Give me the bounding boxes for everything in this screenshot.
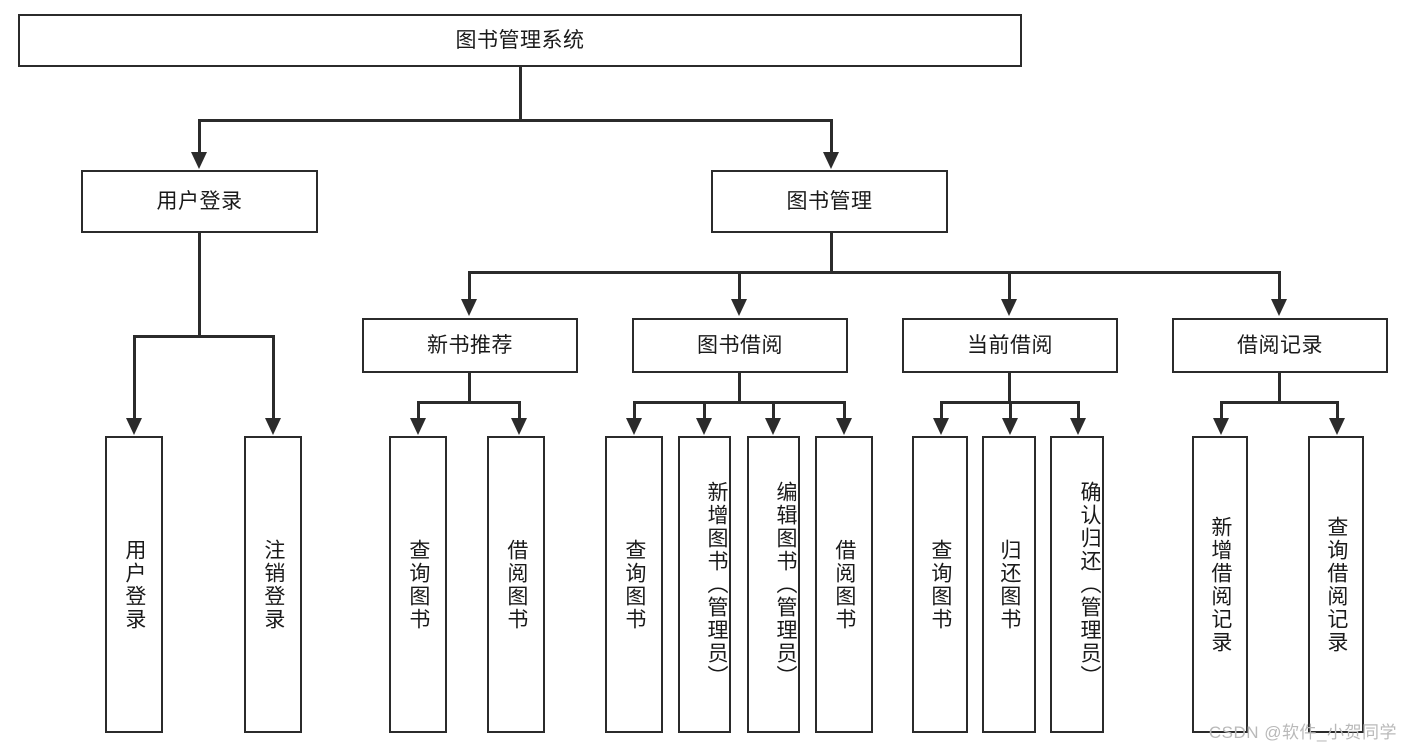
node-label: 查询图书 <box>406 538 430 631</box>
connector-drop-leaf-br-1 <box>1220 401 1223 420</box>
connector-user-login-stem <box>198 233 201 335</box>
arrowhead-book-borrow <box>731 299 747 316</box>
arrowhead-leaf-cb-3 <box>1070 418 1086 435</box>
node-label: 图书管理系统 <box>455 28 585 52</box>
node-label: 借阅图书 <box>504 538 528 631</box>
node-label: 查询图书 <box>928 538 952 631</box>
connector-new-book-bus <box>417 401 520 404</box>
leaf-user-login-logout[interactable]: 注销登录 <box>244 436 302 733</box>
node-label: 新书推荐 <box>427 333 513 357</box>
connector-drop-new-book <box>468 271 471 301</box>
node-label: 查询图书 <box>622 538 646 631</box>
node-new-book-recommend[interactable]: 新书推荐 <box>362 318 578 373</box>
connector-drop-leaf-br-2 <box>1336 401 1339 420</box>
leaf-book-borrow-add-book-admin[interactable]: 新增图书（管理员） <box>678 436 731 733</box>
node-label: 查询借阅记录 <box>1324 515 1348 654</box>
arrowhead-leaf-bb-4 <box>836 418 852 435</box>
connector-drop-leaf-bb-1 <box>633 401 636 420</box>
arrowhead-new-book <box>461 299 477 316</box>
leaf-current-borrow-query-book[interactable]: 查询图书 <box>912 436 968 733</box>
leaf-new-book-query-book[interactable]: 查询图书 <box>389 436 447 733</box>
node-label: 图书借阅 <box>697 333 783 357</box>
leaf-current-borrow-confirm-return-admin[interactable]: 确认归还（管理员） <box>1050 436 1104 733</box>
arrowhead-book-manage <box>823 152 839 169</box>
node-label: 图书管理 <box>786 189 873 213</box>
connector-user-login-bus <box>133 335 275 338</box>
connector-drop-book-manage <box>830 119 833 155</box>
connector-drop-leaf-bb-4 <box>843 401 846 420</box>
arrowhead-current-borrow <box>1001 299 1017 316</box>
connector-drop-leaf-cb-2 <box>1009 401 1012 420</box>
node-label: 新增图书（管理员） <box>705 481 728 688</box>
leaf-borrow-record-add-record[interactable]: 新增借阅记录 <box>1192 436 1248 733</box>
connector-drop-book-borrow <box>738 271 741 301</box>
leaf-borrow-record-query-record[interactable]: 查询借阅记录 <box>1308 436 1364 733</box>
connector-drop-leaf-user-login-2 <box>272 335 275 420</box>
connector-book-borrow-bus <box>633 401 845 404</box>
arrowhead-leaf-br-1 <box>1213 418 1229 435</box>
node-label: 新增借阅记录 <box>1208 515 1232 654</box>
connector-drop-leaf-bb-2 <box>703 401 706 420</box>
arrowhead-borrow-record <box>1271 299 1287 316</box>
connector-drop-leaf-cb-3 <box>1077 401 1080 420</box>
leaf-new-book-borrow-book[interactable]: 借阅图书 <box>487 436 545 733</box>
connector-book-borrow-stem <box>738 373 741 401</box>
connector-new-book-stem <box>468 373 471 401</box>
arrowhead-leaf-bb-1 <box>626 418 642 435</box>
node-label: 借阅图书 <box>832 538 856 631</box>
node-label: 用户登录 <box>122 538 146 631</box>
arrowhead-leaf-bb-2 <box>696 418 712 435</box>
connector-drop-leaf-cb-1 <box>940 401 943 420</box>
leaf-book-borrow-borrow-book[interactable]: 借阅图书 <box>815 436 873 733</box>
node-label: 确认归还（管理员） <box>1078 481 1101 688</box>
connector-drop-user-login <box>198 119 201 155</box>
node-book-borrow[interactable]: 图书借阅 <box>632 318 848 373</box>
connector-current-borrow-stem <box>1008 373 1011 401</box>
arrowhead-user-login <box>191 152 207 169</box>
leaf-book-borrow-edit-book-admin[interactable]: 编辑图书（管理员） <box>747 436 800 733</box>
connector-drop-borrow-record <box>1278 271 1281 301</box>
node-label: 注销登录 <box>261 538 285 631</box>
leaf-book-borrow-query-book[interactable]: 查询图书 <box>605 436 663 733</box>
arrowhead-leaf-bb-3 <box>765 418 781 435</box>
node-label: 用户登录 <box>156 189 243 213</box>
arrowhead-leaf-nb-2 <box>511 418 527 435</box>
arrowhead-leaf-cb-1 <box>933 418 949 435</box>
node-book-management[interactable]: 图书管理 <box>711 170 948 233</box>
node-root-library-system[interactable]: 图书管理系统 <box>18 14 1022 67</box>
node-label: 当前借阅 <box>967 333 1053 357</box>
leaf-user-login-login[interactable]: 用户登录 <box>105 436 163 733</box>
connector-borrow-record-bus <box>1220 401 1338 404</box>
arrowhead-leaf-user-login-2 <box>265 418 281 435</box>
connector-level3-bus <box>468 271 1280 274</box>
node-user-login[interactable]: 用户登录 <box>81 170 318 233</box>
node-current-borrow[interactable]: 当前借阅 <box>902 318 1118 373</box>
connector-drop-leaf-user-login-1 <box>133 335 136 420</box>
arrowhead-leaf-cb-2 <box>1002 418 1018 435</box>
node-label: 归还图书 <box>997 538 1021 631</box>
node-borrow-record[interactable]: 借阅记录 <box>1172 318 1388 373</box>
connector-drop-leaf-nb-2 <box>518 401 521 420</box>
connector-drop-current-borrow <box>1008 271 1011 301</box>
node-label: 借阅记录 <box>1237 333 1323 357</box>
arrowhead-leaf-user-login-1 <box>126 418 142 435</box>
connector-root-stem <box>519 67 522 119</box>
connector-level2-bus <box>198 119 832 122</box>
connector-borrow-record-stem <box>1278 373 1281 401</box>
arrowhead-leaf-br-2 <box>1329 418 1345 435</box>
arrowhead-leaf-nb-1 <box>410 418 426 435</box>
connector-book-manage-stem <box>830 233 833 271</box>
connector-drop-leaf-nb-1 <box>417 401 420 420</box>
node-label: 编辑图书（管理员） <box>774 481 797 688</box>
leaf-current-borrow-return-book[interactable]: 归还图书 <box>982 436 1036 733</box>
connector-drop-leaf-bb-3 <box>772 401 775 420</box>
